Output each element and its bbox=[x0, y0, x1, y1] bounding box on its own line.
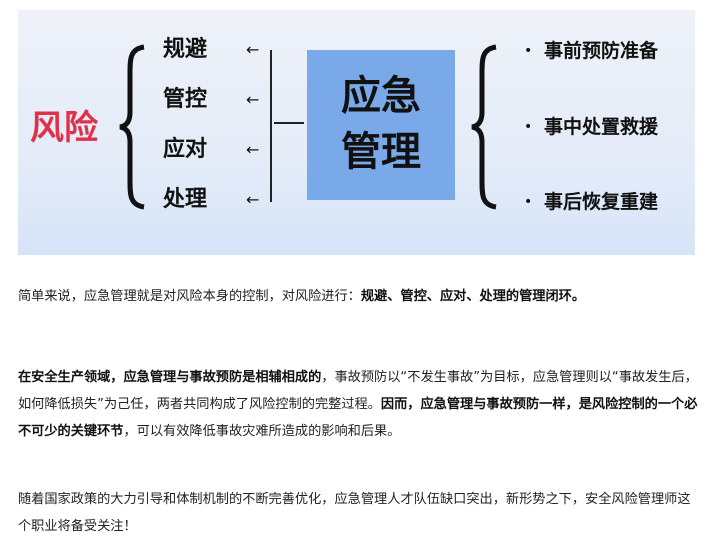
connector-line bbox=[270, 50, 272, 202]
right-item: 事中处置救援 bbox=[544, 116, 659, 138]
emergency-management-diagram: 风险 规避 管控 应对 处理 ← ← ← ← 应急 管理 • • • 事前预防准… bbox=[18, 10, 695, 255]
text: 简单来说，应急管理就是对风险本身的控制，对风险进行： bbox=[18, 289, 361, 304]
text: ，可以有效降低事故灾难所造成的影响和后果。 bbox=[123, 424, 401, 439]
center-box bbox=[307, 50, 455, 200]
bullet-icon: • bbox=[524, 43, 533, 59]
arrow-left-icon: ← bbox=[246, 140, 260, 159]
connector-line bbox=[274, 122, 304, 124]
arrow-left-icon: ← bbox=[246, 190, 260, 209]
paragraph: 在安全生产领域，应急管理与事故预防是相辅相成的，事故预防以“不发生事故”为目标，… bbox=[18, 364, 698, 445]
bold-text: 在安全生产领域，应急管理与事故预防是相辅相成的 bbox=[18, 370, 322, 385]
arrow-left-icon: ← bbox=[246, 90, 260, 109]
left-brace bbox=[119, 44, 145, 210]
bullet-icon: • bbox=[524, 194, 533, 210]
bold-text: 规避、管控、应对、处理的管理闭环。 bbox=[360, 289, 586, 304]
right-brace bbox=[471, 44, 497, 210]
paragraph: 随着国家政策的大力引导和体制机制的不断完善优化，应急管理人才队伍缺口突出，新形势… bbox=[18, 486, 698, 540]
right-item: 事前预防准备 bbox=[544, 40, 659, 62]
arrow-left-icon: ← bbox=[246, 40, 260, 59]
right-item: 事后恢复重建 bbox=[544, 191, 659, 213]
center-title: 管理 bbox=[341, 128, 421, 175]
bold-text: 因而，应急管理与事故预防一样，是风险控制的一个必不可少的关键环节 bbox=[18, 397, 698, 439]
left-item: 处理 bbox=[163, 186, 208, 212]
risk-label: 风险 bbox=[30, 108, 98, 148]
text: ，事故预防以“不发生事故”为目标，应急管理则以“事故发生后，如何降低损失”为己任… bbox=[18, 370, 698, 412]
left-item: 管控 bbox=[163, 86, 208, 112]
text: 随着国家政策的大力引导和体制机制的不断完善优化，应急管理人才队伍缺口突出，新形势… bbox=[18, 492, 691, 534]
center-title: 应急 bbox=[341, 72, 421, 119]
bullet-icon: • bbox=[524, 119, 533, 135]
paragraph: 简单来说，应急管理就是对风险本身的控制，对风险进行：规避、管控、应对、处理的管理… bbox=[18, 283, 698, 310]
left-item: 应对 bbox=[163, 136, 208, 162]
left-item: 规避 bbox=[163, 36, 208, 62]
